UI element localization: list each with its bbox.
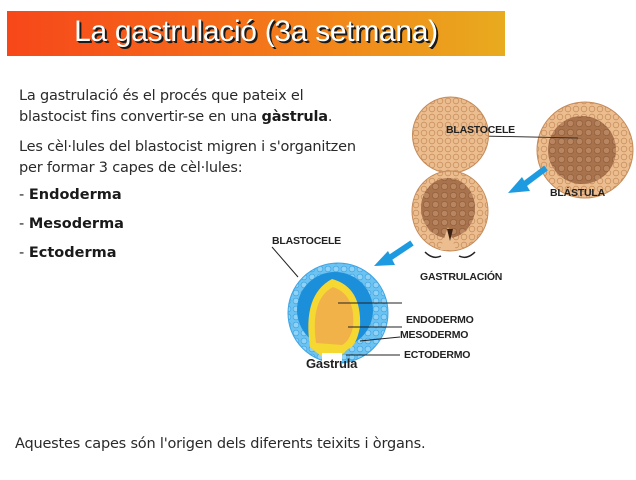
intro-paragraph: La gastrulació és el procés que pateix e… — [19, 86, 333, 128]
list-item-mesoderma: - Mesoderma — [19, 216, 124, 232]
arrow-icon — [374, 240, 414, 266]
gastrula-illustration — [287, 262, 389, 365]
label-endodermo: ENDODERMO — [406, 314, 474, 326]
label-gastrulacion: GASTRULACIÓN — [420, 271, 503, 283]
blastula-illustration — [536, 101, 634, 199]
title-banner: La gastrulació (3a setmana) — [7, 11, 505, 56]
migration-line-1: Les cèl·lules del blastocist migren i s'… — [19, 139, 356, 155]
migration-line-2: per formar 3 capes de cèl·lules: — [19, 160, 243, 176]
label-ectodermo: ECTODERMO — [404, 349, 471, 361]
gastrula-term: gàstrula — [261, 109, 329, 125]
label-blastula: BLÁSTULA — [550, 187, 605, 199]
gastrulating-embryo-illustration — [411, 96, 489, 259]
footer-text: Aquestes capes són l'origen dels diferen… — [15, 436, 426, 452]
migration-paragraph: Les cèl·lules del blastocist migren i s'… — [19, 137, 356, 179]
label-gastrula: Gastrula — [306, 356, 358, 371]
label-mesodermo: MESODERMO — [400, 329, 469, 341]
intro-line-2: blastocist fins convertir-se en una gàst… — [19, 109, 333, 125]
diagram-illustration — [271, 96, 634, 365]
slide-title: La gastrulació (3a setmana) — [74, 15, 438, 48]
arrow-icon — [508, 165, 548, 193]
list-item-ectoderma: - Ectoderma — [19, 245, 117, 261]
intro-line-1: La gastrulació és el procés que pateix e… — [19, 88, 304, 104]
label-blastocele-top: BLASTOCELE — [446, 124, 515, 136]
label-blastocele-bottom: BLASTOCELE — [272, 235, 341, 247]
list-item-endoderma: - Endoderma — [19, 187, 122, 203]
gastrulation-diagram: BLASTOCELE BLÁSTULA GASTRULACIÓN BLASTOC… — [260, 65, 636, 385]
